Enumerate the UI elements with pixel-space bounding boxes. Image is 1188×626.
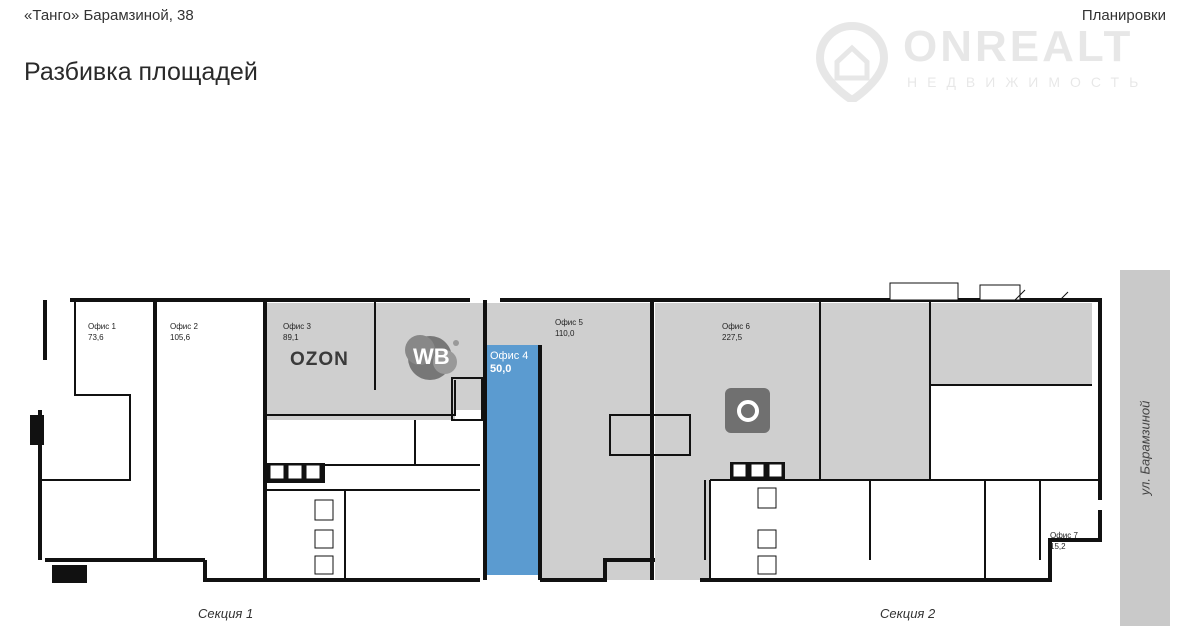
office-name: Офис 1 (88, 322, 116, 331)
section-1-label: Секция 1 (198, 606, 254, 621)
watermark-subtitle: НЕДВИЖИМОСТЬ (907, 74, 1149, 90)
floor-plan (30, 282, 1102, 583)
wb-logo (405, 335, 459, 380)
ozon-logo: OZON (290, 349, 349, 370)
street-strip: ул. Барамзиной (1120, 270, 1170, 626)
page-title: Разбивка площадей (24, 58, 258, 86)
street-name: ул. Барамзиной (1137, 400, 1153, 496)
home-pin-icon (815, 21, 889, 105)
office-name: Офис 7 (1050, 531, 1078, 540)
office-area: 89,1 (283, 333, 299, 342)
office-area: 227,5 (722, 333, 743, 342)
wb-logo-text: WB (413, 344, 450, 369)
office-name: Офис 3 (283, 322, 311, 331)
office-1-label[interactable]: Офис 1 73,6 (88, 321, 116, 343)
office-area: 73,6 (88, 333, 104, 342)
inner-walls (40, 300, 1100, 580)
fixtures (269, 282, 1021, 575)
office-name: Офис 4 (490, 350, 529, 362)
office-6-label[interactable]: Офис 6 227,5 (722, 321, 750, 343)
plans-link[interactable]: Планировки (1081, 7, 1166, 24)
door-swings (1014, 289, 1069, 301)
office-area: 15,2 (1050, 542, 1066, 551)
office-name: Офис 2 (170, 322, 198, 331)
store-logo (725, 388, 770, 433)
section-2-label: Секция 2 (880, 606, 936, 621)
project-address: «Танго» Барамзиной, 38 (24, 7, 194, 24)
office-2-label[interactable]: Офис 2 105,6 (170, 321, 198, 343)
office-6-area (655, 303, 1092, 580)
office-3-label[interactable]: Офис 3 89,1 (283, 321, 311, 343)
outer-walls (38, 298, 1102, 582)
office-area: 110,0 (555, 329, 575, 338)
office-4-area (487, 345, 538, 575)
office-5-label[interactable]: Офис 5 110,0 (555, 317, 583, 339)
office-area: 50,0 (490, 363, 512, 375)
office-name: Офис 5 (555, 318, 583, 327)
watermark-logo: ONREALT НЕДВИЖИМОСТЬ (815, 21, 1160, 105)
office-7-label[interactable]: Офис 7 15,2 (1050, 530, 1078, 552)
office-name: Офис 6 (722, 322, 750, 331)
office-5-area (487, 303, 652, 580)
watermark-brand: ONREALT (903, 22, 1134, 71)
office-area: 105,6 (170, 333, 191, 342)
